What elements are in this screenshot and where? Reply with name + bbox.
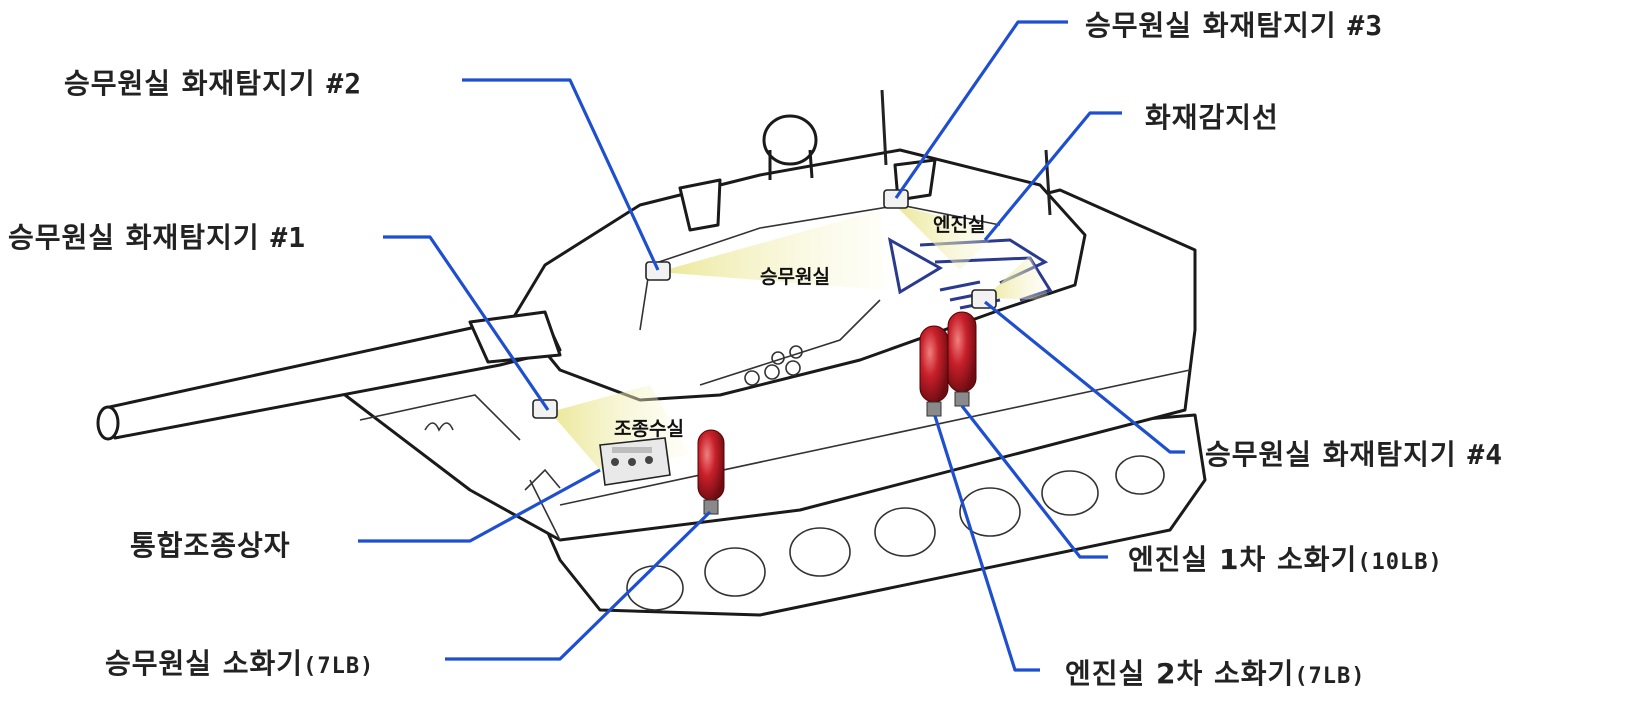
antenna-2 <box>1044 149 1052 216</box>
crew-extinguisher-bottle <box>697 429 725 515</box>
crew-compartment-label: 승무원실 <box>760 266 830 288</box>
front-hook <box>424 422 454 432</box>
leader-lines <box>358 20 1185 672</box>
callout-fire-sensing-wire: 화재감지선 <box>1145 101 1279 134</box>
smoke-dischargers <box>744 345 803 386</box>
engine-extinguisher-2-bottle <box>919 325 949 417</box>
tow-hook <box>524 468 561 491</box>
callout-integrated-control-box: 통합조종상자 <box>130 529 291 562</box>
control-box-unit <box>599 437 671 486</box>
callout-unit: (7LB) <box>1294 664 1366 689</box>
track-line <box>559 369 1191 506</box>
sight-mount <box>768 149 814 180</box>
leader-engine-extinguisher-1 <box>960 405 1108 559</box>
callout-crew-detector-4: 승무원실 화재탐지기 #4 <box>1205 438 1504 471</box>
hull-edge <box>529 479 561 541</box>
turret-edge <box>639 204 1001 331</box>
detector-2-unit <box>645 261 671 281</box>
callout-engine-extinguisher-1: 엔진실 1차 소화기(10LB) <box>1128 543 1443 576</box>
callout-crew-extinguisher: 승무원실 소화기(7LB) <box>105 647 375 680</box>
leader-detector-2 <box>462 78 660 271</box>
muzzle <box>96 405 120 441</box>
leader-sensing-wire <box>983 111 1122 242</box>
commander-hatch <box>678 178 722 232</box>
callout-crew-detector-3: 승무원실 화재탐지기 #3 <box>1085 9 1384 42</box>
callout-crew-detector-1: 승무원실 화재탐지기 #1 <box>8 221 307 254</box>
callout-number: #3 <box>1347 9 1384 42</box>
front-bevel <box>359 394 521 441</box>
engine-extinguisher-1-bottle <box>947 311 977 407</box>
detector-4-unit <box>971 289 997 309</box>
callout-number: #2 <box>326 67 363 100</box>
gun-mantlet <box>468 310 562 364</box>
antenna-1 <box>880 89 888 166</box>
callout-number: #4 <box>1467 438 1504 471</box>
leader-crew-extinguisher <box>445 510 712 661</box>
sight-dome <box>762 114 818 166</box>
leader-detector-3 <box>894 20 1068 199</box>
leader-detector-4 <box>983 300 1185 454</box>
driver-compartment-label: 조종수실 <box>614 418 684 440</box>
callout-engine-extinguisher-2: 엔진실 2차 소화기(7LB) <box>1065 657 1366 690</box>
callout-unit: (7LB) <box>303 654 375 679</box>
detector-1-unit <box>532 399 558 419</box>
leader-engine-extinguisher-2 <box>933 415 1040 672</box>
components <box>532 189 997 515</box>
callout-number: #1 <box>270 221 307 254</box>
turret-lower-edge <box>699 299 881 386</box>
leader-control-box <box>358 468 601 543</box>
callout-unit: (10LB) <box>1357 550 1443 575</box>
leader-detector-1 <box>383 235 550 411</box>
callout-crew-detector-2: 승무원실 화재탐지기 #2 <box>64 67 363 100</box>
engine-compartment-label: 엔진실 <box>933 214 986 236</box>
detector-3-unit <box>883 189 909 209</box>
